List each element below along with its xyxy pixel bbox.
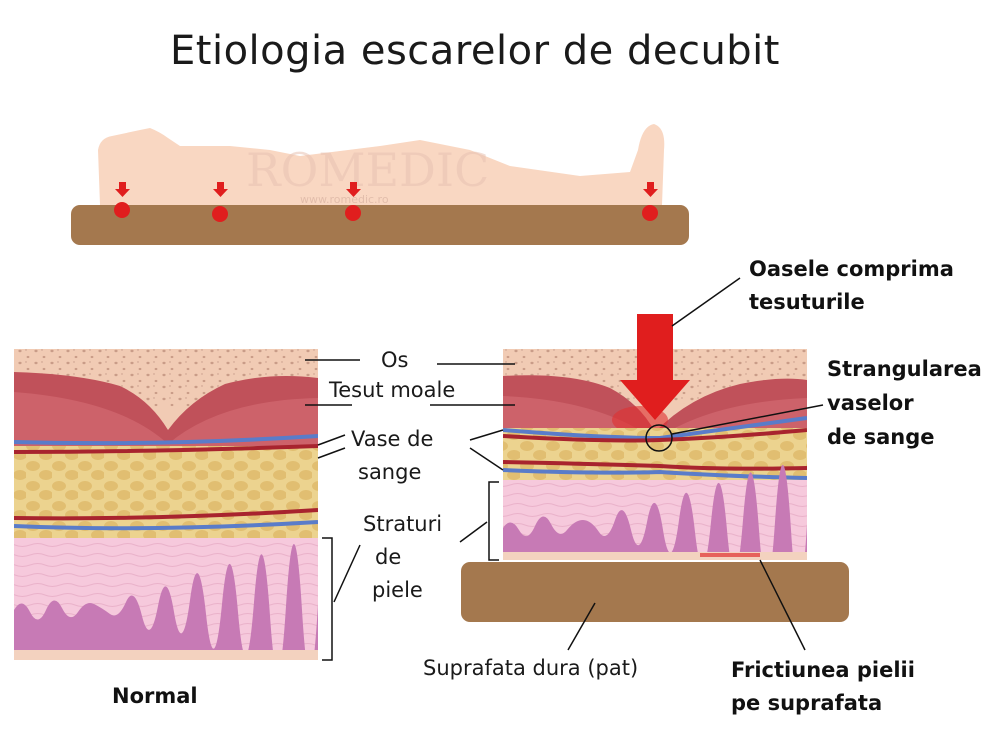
label-vase-line1: Vase de [351,427,434,451]
compression-arrow [620,314,690,420]
pressure-point-hip [345,182,361,221]
label-strangularea-line2: vaselor [827,391,914,415]
mattress [71,205,689,245]
label-frictiunea-line2: pe suprafata [731,691,883,715]
label-straturi-line2: de [375,545,402,569]
lying-body [98,124,665,205]
label-oase-line1: Oasele comprima [749,257,954,281]
pressure-point-head [114,182,130,218]
label-strangularea-line3: de sange [827,425,935,449]
label-frictiunea-line1: Frictiunea pielii [731,658,915,682]
watermark-brand: ROMEDIC [246,143,489,197]
pressure-points [114,182,658,222]
page-title: Etiologia escarelor de decubit [170,28,780,74]
label-os: Os [381,348,409,372]
pressure-point-shoulder [212,182,228,222]
normal-tissue-section [14,349,318,660]
watermark-url: www.romedic.ro [300,193,389,206]
label-straturi-line3: piele [372,578,423,602]
label-strangularea-line1: Strangularea [827,357,982,381]
label-straturi-line1: Straturi [363,512,443,536]
label-vase-line2: sange [358,460,422,484]
label-tesut-moale: Tesut moale [329,378,456,402]
strangulation-circle [645,424,673,452]
label-normal: Normal [112,684,198,708]
pressure-point-heel [642,182,658,221]
label-suprafata-dura: Suprafata dura (pat) [423,656,639,680]
hard-surface-bed [461,562,849,622]
leader-lines [305,277,824,661]
label-oase-line2: tesuturile [749,290,865,314]
